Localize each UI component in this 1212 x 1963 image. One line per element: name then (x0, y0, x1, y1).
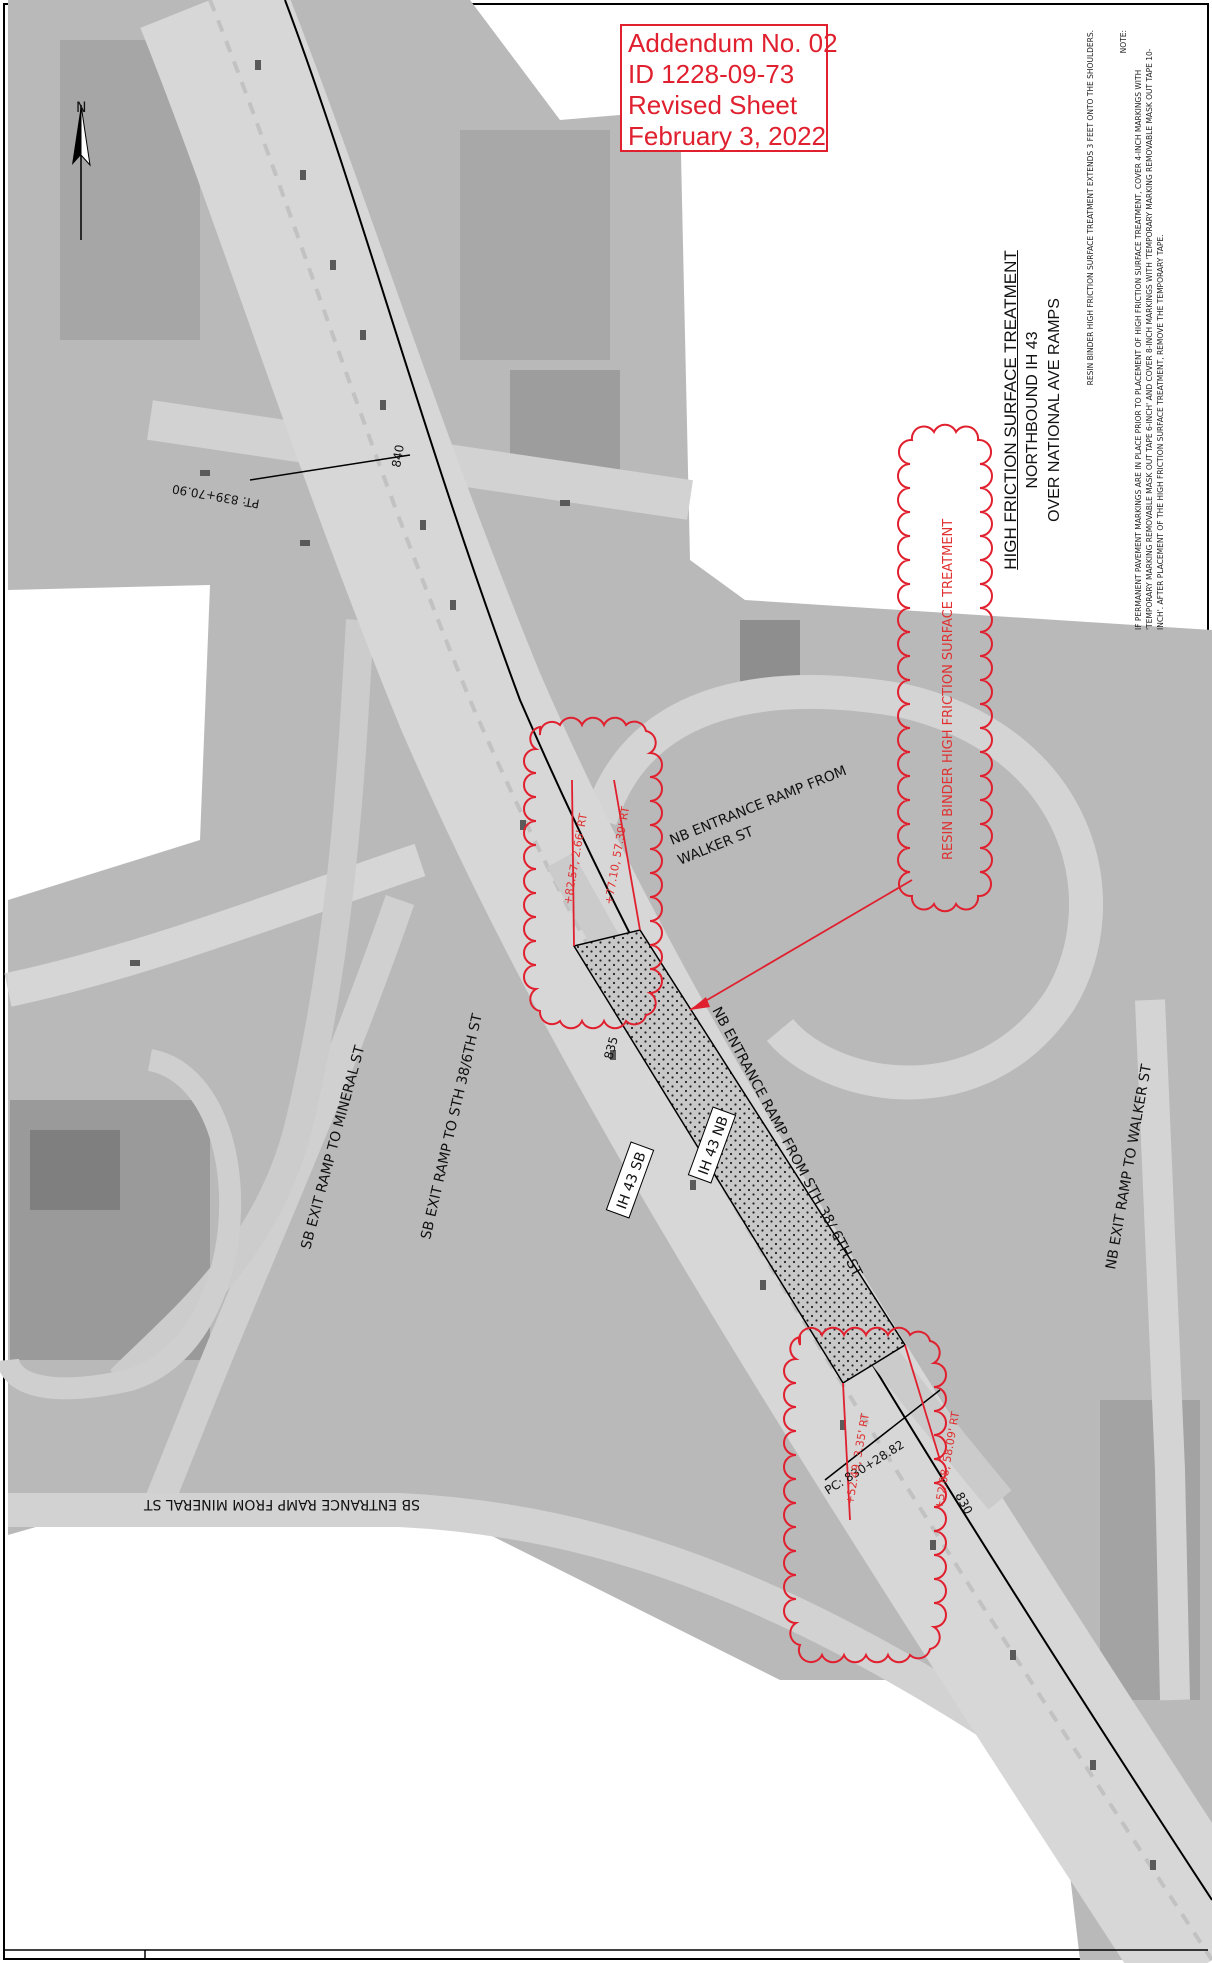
freeway-lane-line (208, 0, 1212, 1962)
title-line-1: HIGH FRICTION SURFACE TREATMENT (1001, 250, 1020, 570)
building-roof (30, 1130, 120, 1210)
city-block (460, 130, 610, 360)
title-line-3: OVER NATIONAL AVE RAMPS (1046, 298, 1063, 522)
cloud-callout-label (897, 423, 993, 913)
pt-station-line (249, 454, 411, 481)
title-block: HIGH FRICTION SURFACE TREATMENT NORTHBOU… (1000, 130, 1070, 690)
nb-exit-ramp-walker (1135, 999, 1190, 1701)
alignment-line (284, 0, 1212, 1901)
title-line-2: NORTHBOUND IH 43 (1024, 331, 1041, 489)
addendum-line-3: Revised Sheet (628, 90, 798, 120)
loop-ramp (583, 675, 1103, 1100)
loop-road-left (0, 1049, 242, 1400)
notes-block: RESIN BINDER HIGH FRICTION SURFACE TREAT… (1085, 30, 1205, 1130)
resin-callout-label: RESIN BINDER HIGH FRICTION SURFACE TREAT… (941, 519, 956, 860)
cloud-upper-treatment (523, 716, 663, 1030)
sb-exit-ramp-sth (110, 619, 374, 1390)
addendum-line-4: February 3, 2022 (628, 121, 827, 151)
addendum-line-1: Addendum No. 02 (628, 28, 838, 58)
sb-entrance-mineral-label: SB ENTRANCE RAMP FROM MINERAL ST (143, 1496, 420, 1512)
addendum-stamp: Addendum No. 02 ID 1228-09-73 Revised Sh… (620, 24, 838, 152)
note-body: IF PERMANENT PAVEMENT MARKINGS ARE IN PL… (1134, 48, 1165, 630)
north-arrow: N (72, 100, 91, 240)
addendum-line-2: ID 1228-09-73 (628, 59, 795, 89)
station-840-label: 840 (389, 444, 407, 469)
station-835-label: 835 (601, 1035, 620, 1061)
vehicles (130, 60, 1156, 1870)
callout-arrowhead (690, 997, 710, 1010)
pc-station-line (824, 1389, 941, 1481)
north-label: N (76, 100, 86, 116)
cross-road (4, 843, 426, 1007)
revision-clouds (523, 423, 993, 1664)
resin-extent-note: RESIN BINDER HIGH FRICTION SURFACE TREAT… (1086, 30, 1095, 386)
cloud-lower-treatment (783, 1326, 947, 1664)
photo-cutout (8, 585, 210, 900)
sb-entrance-ramp-mineral (8, 1493, 1070, 1784)
red-leaders (571, 779, 941, 1521)
note-heading: NOTE: (1119, 30, 1128, 54)
